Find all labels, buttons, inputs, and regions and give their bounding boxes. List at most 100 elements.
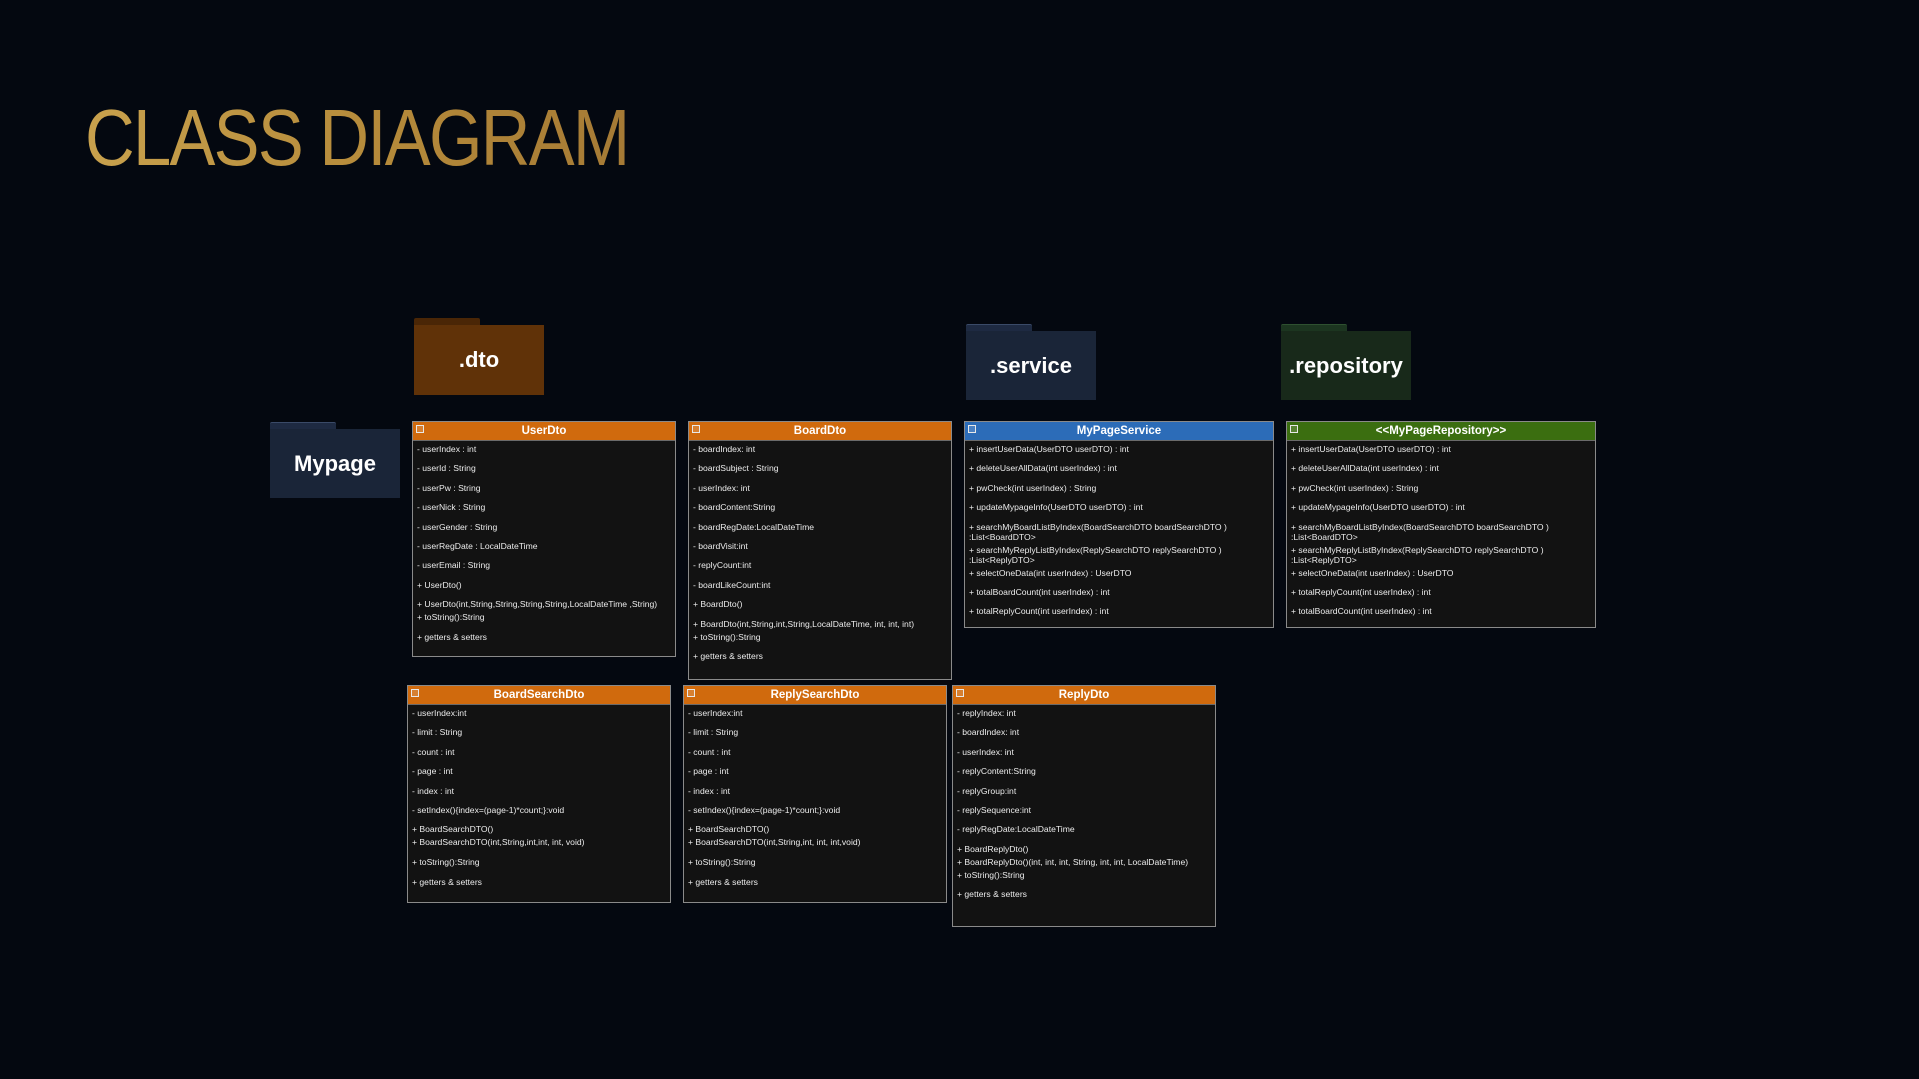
class-member: + UserDto() [417,579,462,590]
class-member: - userIndex:int [688,708,743,718]
class-member: - setIndex(){index=(page-1)*count;}:void [688,804,841,815]
package-folder-service: .service [966,324,1096,400]
class-member: + BoardSearchDTO(int,String,int,int, int… [412,837,585,848]
class-member: + deleteUserAllData(int userIndex) : int [1291,463,1439,474]
folder-label: .dto [414,325,544,395]
class-member: + BoardSearchDTO() [412,824,494,835]
class-member: - boardIndex: int [957,727,1020,738]
class-name: MyPageService [1076,425,1162,437]
class-member: - setIndex(){index=(page-1)*count;}:void [412,804,565,815]
folder-tab [1281,324,1347,334]
class-member: + pwCheck(int userIndex) : String [1291,482,1419,493]
class-member: + searchMyBoardListByIndex(BoardSearchDT… [969,521,1230,542]
class-member: - replyIndex: int [957,708,1016,718]
class-member: - index : int [412,785,455,796]
class-member: - boardSubject : String [693,463,779,474]
class-member: - boardRegDate:LocalDateTime [693,521,815,532]
class-member: - boardContent:String [693,502,776,513]
package-folder-dto: .dto [414,318,544,395]
class-member: - limit : String [688,727,739,738]
class-member: + BoardReplyDto()(int, int, int, String,… [957,856,1189,867]
class-member: + BoardDto() [693,599,743,610]
folder-tab [270,422,336,432]
class-member: - userNick : String [417,502,486,513]
class-member: - replyCount:int [693,560,752,571]
class-members: + insertUserData(UserDTO userDTO) : int … [965,441,1273,628]
collapse-icon [1290,425,1298,433]
class-member: + searchMyReplyListByIndex(ReplySearchDT… [969,544,1224,565]
class-header: MyPageService [965,422,1273,441]
class-member: - count : int [688,746,731,757]
folder-label: .service [966,331,1096,400]
class-member: + toString():String [688,857,756,868]
folder-label: Mypage [270,429,400,498]
class-member: + pwCheck(int userIndex) : String [969,482,1097,493]
class-member: + toString():String [412,857,480,868]
class-member: - boardIndex: int [693,444,756,454]
class-name: ReplySearchDto [770,689,860,701]
class-box-boardsearchdto: BoardSearchDto - userIndex:int - limit :… [407,685,671,903]
class-name: BoardDto [793,425,847,437]
class-member: - userEmail : String [417,560,491,571]
class-member: - userIndex:int [412,708,467,718]
folder-label: .repository [1281,331,1411,400]
class-member: - count : int [412,746,455,757]
class-member: - userIndex : int [417,444,477,454]
class-members: - replyIndex: int - boardIndex: int - us… [953,705,1215,911]
class-box-userdto: UserDto - userIndex : int - userId : Str… [412,421,676,657]
class-member: + getters & setters [693,650,763,661]
class-member: + insertUserData(UserDTO userDTO) : int [1291,444,1451,454]
class-member: - replyRegDate:LocalDateTime [957,824,1075,835]
class-member: + toString():String [693,631,761,642]
class-header: BoardDto [689,422,951,441]
class-member: - replyContent:String [957,766,1036,777]
class-name: ReplyDto [1058,689,1110,701]
class-member: + BoardReplyDto() [957,843,1029,854]
class-name: <<MyPageRepository>> [1375,425,1507,437]
class-member: - limit : String [412,727,463,738]
class-member: - replyGroup:int [957,785,1017,796]
class-box-replydto: ReplyDto - replyIndex: int - boardIndex:… [952,685,1216,927]
class-member: - userIndex: int [693,482,750,493]
collapse-icon [956,689,964,697]
folder-tab [414,318,480,327]
class-header: <<MyPageRepository>> [1287,422,1595,441]
class-member: + UserDto(int,String,String,String,Strin… [417,599,658,610]
class-members: + insertUserData(UserDTO userDTO) : int … [1287,441,1595,628]
class-header: UserDto [413,422,675,441]
class-box-mypageservice: MyPageService + insertUserData(UserDTO u… [964,421,1274,628]
class-member: - userIndex: int [957,746,1014,757]
class-member: + totalReplyCount(int userIndex) : int [1291,586,1431,597]
class-name: UserDto [521,425,567,437]
class-member: + getters & setters [957,889,1027,900]
folder-tab [966,324,1032,334]
class-member: - index : int [688,785,731,796]
class-member: + insertUserData(UserDTO userDTO) : int [969,444,1129,454]
class-member: + totalBoardCount(int userIndex) : int [1291,606,1432,617]
class-member: + getters & setters [417,631,487,642]
class-member: + updateMypageInfo(UserDTO userDTO) : in… [969,502,1143,513]
class-header: ReplyDto [953,686,1215,705]
class-member: - userPw : String [417,482,481,493]
class-member: + totalReplyCount(int userIndex) : int [969,606,1109,617]
class-members: - userIndex:int - limit : String - count… [684,705,946,898]
class-member: + toString():String [957,869,1025,880]
collapse-icon [411,689,419,697]
class-member: + selectOneData(int userIndex) : UserDTO [1291,567,1454,578]
class-member: + BoardSearchDTO(int,String,int, int, in… [688,837,861,848]
class-member: - userRegDate : LocalDateTime [417,540,538,551]
class-member: + toString():String [417,612,485,623]
class-member: + searchMyBoardListByIndex(BoardSearchDT… [1291,521,1552,542]
class-member: - boardVisit:int [693,540,748,551]
collapse-icon [692,425,700,433]
class-member: - userGender : String [417,521,498,532]
collapse-icon [687,689,695,697]
class-member: - replySequence:int [957,804,1032,815]
class-header: BoardSearchDto [408,686,670,705]
class-member: + getters & setters [412,876,482,887]
class-member: + searchMyReplyListByIndex(ReplySearchDT… [1291,544,1546,565]
collapse-icon [968,425,976,433]
class-member: + updateMypageInfo(UserDTO userDTO) : in… [1291,502,1465,513]
class-member: + deleteUserAllData(int userIndex) : int [969,463,1117,474]
collapse-icon [416,425,424,433]
